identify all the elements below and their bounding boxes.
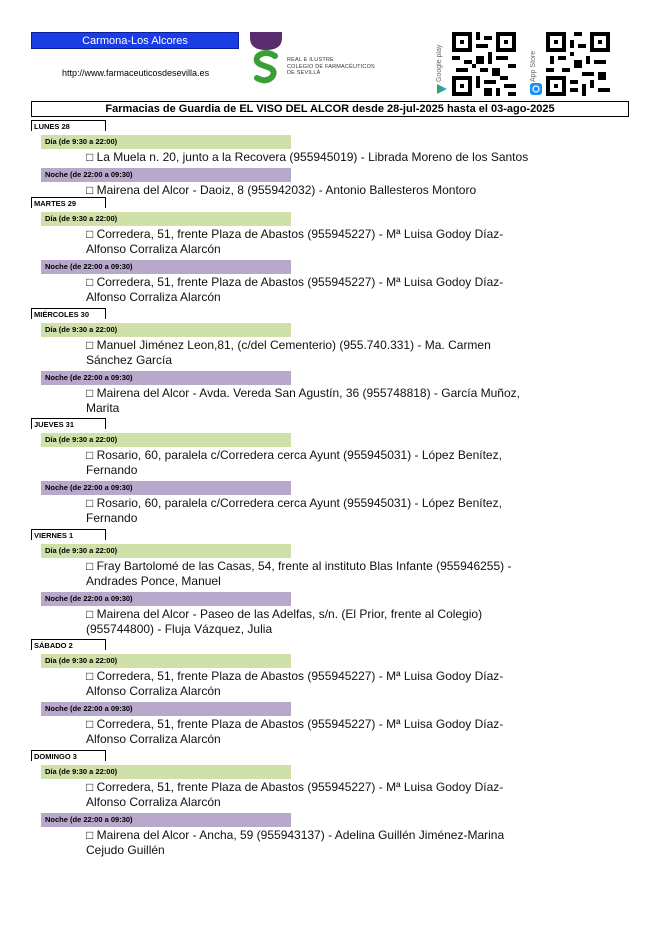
day-pharmacy-line: Andrades Ponce, Manuel (86, 574, 221, 588)
day-pharmacy-line: □ Manuel Jiménez Leon,81, (c/del Cemente… (86, 338, 491, 352)
night-pharmacy-line: □ Corredera, 51, frente Plaza de Abastos… (86, 275, 504, 289)
day-pharmacy-line: Alfonso Corraliza Alarcón (86, 684, 221, 698)
day-shift-label: Día (de 9:30 a 22:00) (41, 135, 291, 149)
day-pharmacy-line: □ Rosario, 60, paralela c/Corredera cerc… (86, 448, 502, 462)
day-shift-label: Día (de 9:30 a 22:00) (41, 433, 291, 447)
night-shift-label: Noche (de 22:00 a 09:30) (41, 702, 291, 716)
day-heading: DOMINGO 3 (31, 750, 106, 761)
day-pharmacy-line: □ Corredera, 51, frente Plaza de Abastos… (86, 227, 504, 241)
app-store-label-wrap: App Store (530, 32, 544, 96)
google-play-label: Google play (436, 44, 443, 82)
day-shift-label: Día (de 9:30 a 22:00) (41, 654, 291, 668)
night-shift-label: Noche (de 22:00 a 09:30) (41, 371, 291, 385)
college-logo (248, 32, 284, 88)
day-heading: JUEVES 31 (31, 418, 106, 429)
night-pharmacy-line: □ Rosario, 60, paralela c/Corredera cerc… (86, 496, 502, 510)
night-pharmacy-line: □ Mairena del Alcor - Ancha, 59 (9559431… (86, 828, 505, 842)
google-play-icon (437, 84, 447, 94)
day-shift-label: Día (de 9:30 a 22:00) (41, 212, 291, 226)
night-pharmacy-line: □ Mairena del Alcor - Avda. Vereda San A… (86, 386, 520, 400)
day-pharmacy-line: □ Corredera, 51, frente Plaza de Abastos… (86, 780, 504, 794)
app-store-qr-code[interactable] (546, 32, 610, 96)
night-pharmacy-line: Marita (86, 401, 120, 415)
day-shift-label: Día (de 9:30 a 22:00) (41, 323, 291, 337)
day-pharmacy-line: Sánchez García (86, 353, 173, 367)
region-label: Carmona-Los Alcores (31, 32, 239, 49)
night-pharmacy-line: □ Corredera, 51, frente Plaza de Abastos… (86, 717, 504, 731)
day-heading: SÁBADO 2 (31, 639, 106, 650)
google-play-qr-code[interactable] (452, 32, 516, 96)
night-pharmacy-line: Alfonso Corraliza Alarcón (86, 732, 221, 746)
day-heading: VIERNES 1 (31, 529, 106, 540)
night-pharmacy-line: Alfonso Corraliza Alarcón (86, 290, 221, 304)
app-store-icon (530, 83, 542, 95)
night-pharmacy-line: (955744800) - Fluja Vázquez, Julia (86, 622, 273, 636)
night-shift-label: Noche (de 22:00 a 09:30) (41, 592, 291, 606)
day-pharmacy-line: □ La Muela n. 20, junto a la Recovera (9… (86, 150, 529, 164)
college-name: REAL E ILUSTRE COLEGIO DE FARMACÉUTICOS … (287, 57, 375, 76)
night-shift-label: Noche (de 22:00 a 09:30) (41, 168, 291, 182)
night-shift-label: Noche (de 22:00 a 09:30) (41, 813, 291, 827)
website-link[interactable]: http://www.farmaceuticosdesevilla.es (62, 68, 210, 78)
day-heading: MARTES 29 (31, 197, 106, 208)
day-heading: LUNES 28 (31, 120, 106, 131)
app-store-label: App Store (530, 50, 537, 82)
day-pharmacy-line: □ Corredera, 51, frente Plaza de Abastos… (86, 669, 504, 683)
google-play-label-wrap: Google play (436, 32, 450, 96)
day-pharmacy-line: □ Fray Bartolomé de las Casas, 54, frent… (86, 559, 512, 573)
day-shift-label: Día (de 9:30 a 22:00) (41, 544, 291, 558)
night-pharmacy-line: □ Mairena del Alcor - Daoiz, 8 (95594203… (86, 183, 477, 197)
night-pharmacy-line: Cejudo Guillén (86, 843, 165, 857)
day-shift-label: Día (de 9:30 a 22:00) (41, 765, 291, 779)
night-shift-label: Noche (de 22:00 a 09:30) (41, 260, 291, 274)
day-heading: MIÉRCOLES 30 (31, 308, 106, 319)
night-shift-label: Noche (de 22:00 a 09:30) (41, 481, 291, 495)
day-pharmacy-line: Alfonso Corraliza Alarcón (86, 795, 221, 809)
night-pharmacy-line: Fernando (86, 511, 138, 525)
night-pharmacy-line: □ Mairena del Alcor - Paseo de las Adelf… (86, 607, 483, 621)
day-pharmacy-line: Alfonso Corraliza Alarcón (86, 242, 221, 256)
day-pharmacy-line: Fernando (86, 463, 138, 477)
page-title: Farmacias de Guardia de EL VISO DEL ALCO… (31, 101, 629, 117)
